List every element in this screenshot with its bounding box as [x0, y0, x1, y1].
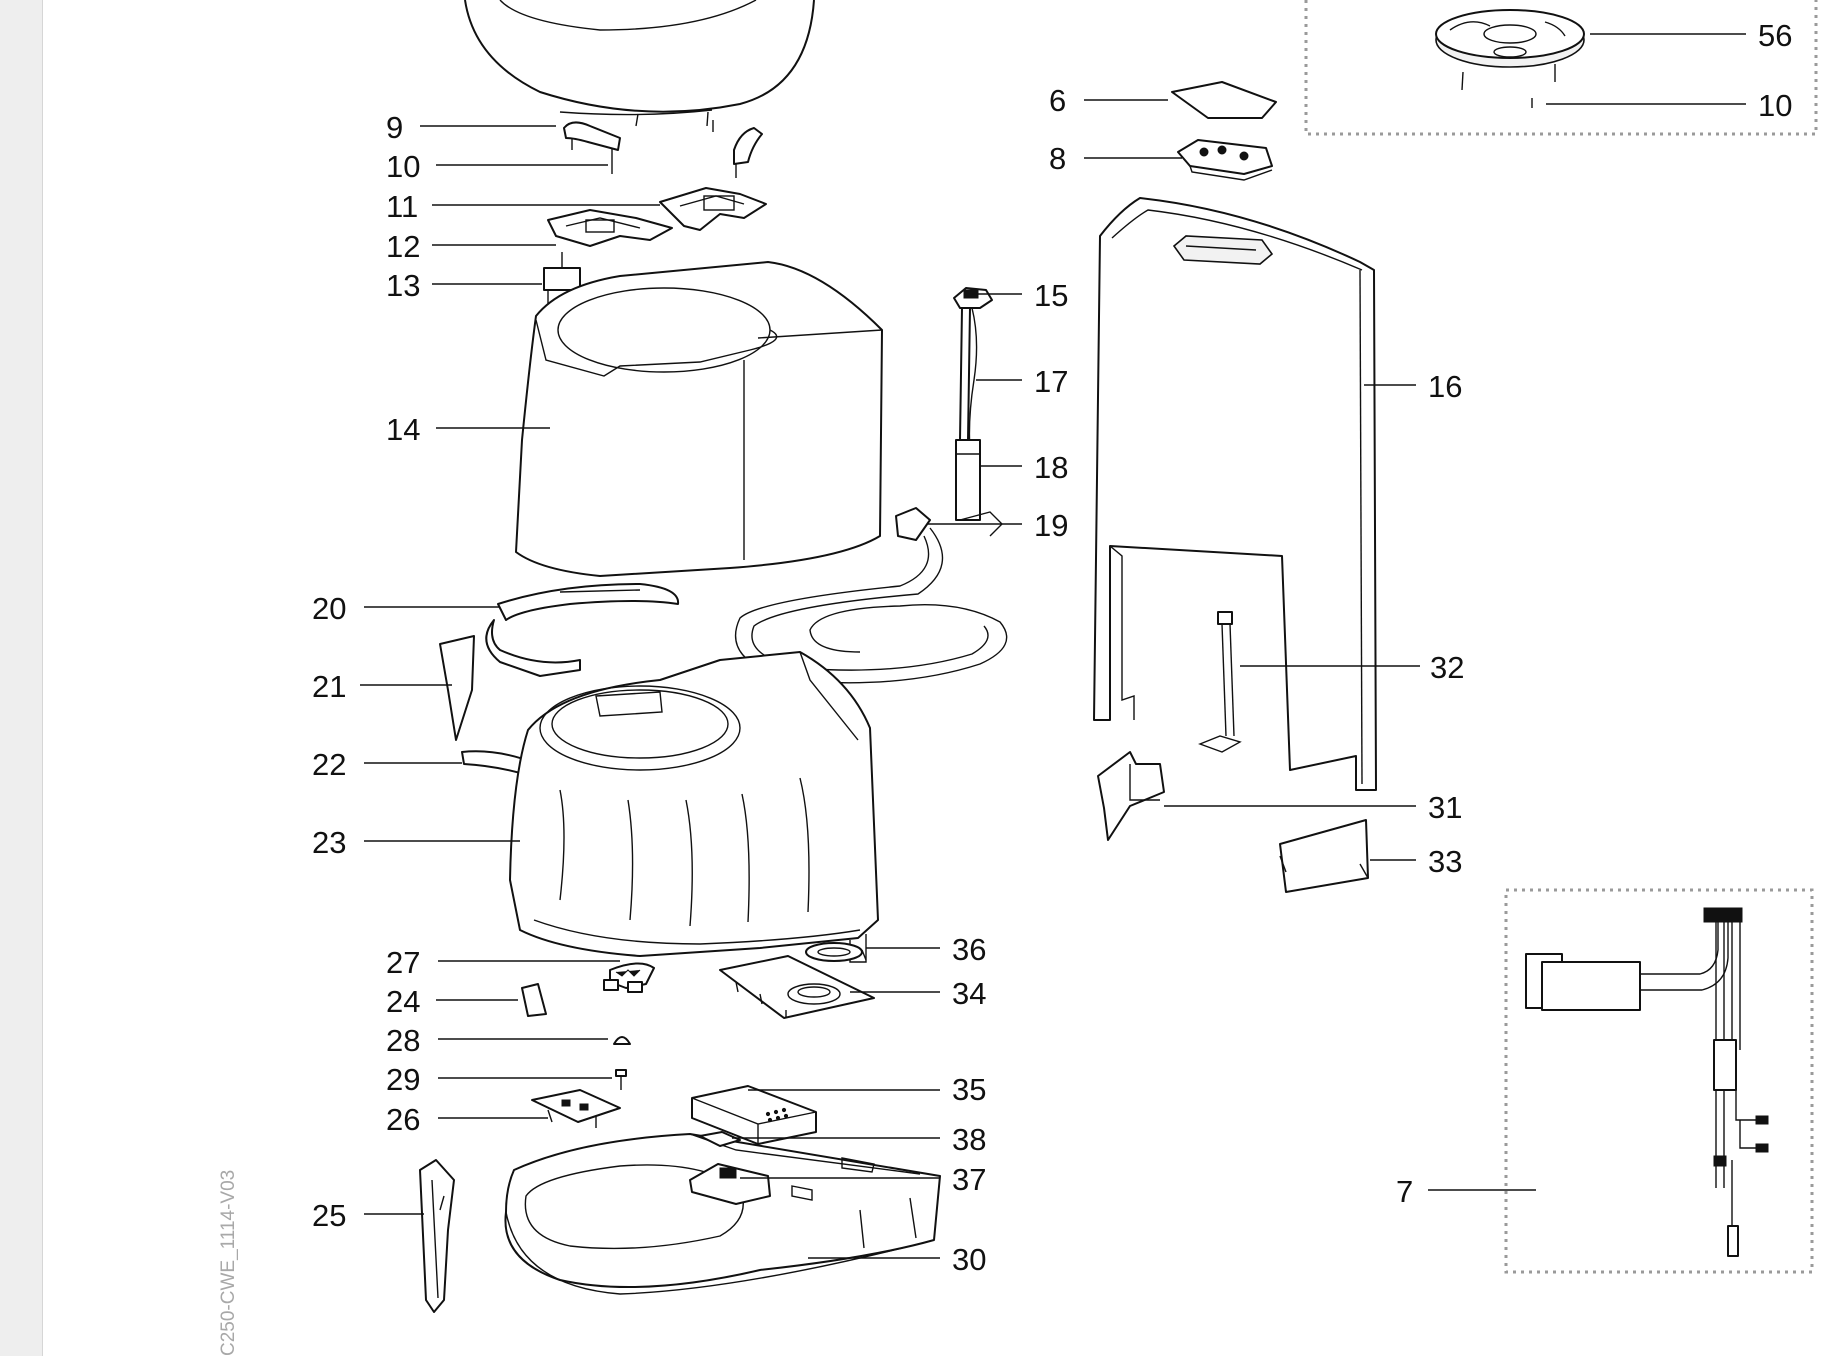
part-label-17: 17: [1034, 364, 1068, 399]
part-label-27: 27: [386, 945, 420, 980]
left-margin-bar: [0, 0, 43, 1356]
part-35-box: [691, 1085, 817, 1145]
part-27-valve-wheel: [603, 962, 655, 993]
part-29-screw: [615, 1069, 627, 1090]
part-11-bracket: [659, 187, 767, 231]
part-label-33: 33: [1428, 844, 1462, 879]
part-38-gasket: [699, 1131, 741, 1147]
inset-box-wiring: [1504, 888, 1814, 1274]
part-8-switch-plate: [1177, 139, 1273, 181]
part-label-6: 6: [1049, 83, 1066, 118]
part-label-16: 16: [1428, 369, 1462, 404]
part-label-18: 18: [1034, 450, 1068, 485]
part-15-pump-head: [953, 287, 993, 309]
part-label-24: 24: [386, 984, 420, 1019]
part-label-10: 10: [386, 149, 420, 184]
part-26-circuit-board: [531, 1089, 621, 1128]
part-56-disc: [1435, 9, 1585, 108]
part-label-9: 9: [386, 110, 403, 145]
part-24-tab: [521, 983, 547, 1017]
part-label-38: 38: [952, 1122, 986, 1157]
part-label-37: 37: [952, 1162, 986, 1197]
part-label-13: 13: [386, 268, 420, 303]
part-7-wiring-harness: [1525, 907, 1769, 1257]
part-label-15: 15: [1034, 278, 1068, 313]
toilet-bowl-top: [464, 0, 815, 132]
part-31-bracket: [1097, 751, 1165, 841]
part-label-14: 14: [386, 412, 420, 447]
part-33-cover: [1279, 819, 1369, 893]
part-label-35: 35: [952, 1072, 986, 1107]
part-36-ring: [805, 942, 867, 962]
part-label-11: 11: [386, 189, 418, 224]
part-16-side-panel: [1093, 197, 1377, 791]
part-label-21: 21: [312, 669, 346, 704]
part-32-rod: [1198, 611, 1242, 753]
part-12-bracket: [547, 209, 673, 247]
part-label-8: 8: [1049, 141, 1066, 176]
part-6-pad: [1171, 81, 1277, 119]
part-label-26: 26: [386, 1102, 420, 1137]
part-9-hinge-left: [563, 121, 621, 160]
part-label-10-top: 10: [1758, 88, 1792, 123]
part-label-12: 12: [386, 229, 420, 264]
part-9-hinge-right: [733, 127, 763, 178]
part-25-side-bracket: [419, 1159, 455, 1313]
part-label-25: 25: [312, 1198, 346, 1233]
part-20-seal-ring: [485, 583, 680, 677]
part-label-28: 28: [386, 1023, 420, 1058]
part-28-cap: [613, 1036, 631, 1045]
part-label-56: 56: [1758, 18, 1792, 53]
part-label-29: 29: [386, 1062, 420, 1097]
part-label-19: 19: [1034, 508, 1068, 543]
part-label-20: 20: [312, 591, 346, 626]
part-19-hose: [735, 507, 1008, 684]
part-label-36: 36: [952, 932, 986, 967]
part-23-lower-housing: [509, 651, 879, 963]
part-34-base-plate: [719, 955, 875, 1019]
part-30-base-tray: [504, 1133, 941, 1295]
part-37-valve-assembly: [689, 1163, 813, 1205]
part-label-30: 30: [952, 1242, 986, 1277]
part-label-22: 22: [312, 747, 346, 782]
document-code: C250-CWE_1114-V03: [218, 1170, 239, 1356]
part-label-23: 23: [312, 825, 346, 860]
inset-box-top-right: [1304, 0, 1818, 136]
part-label-31: 31: [1428, 790, 1462, 825]
part-21-blade: [439, 635, 475, 741]
part-label-7: 7: [1396, 1174, 1413, 1209]
part-18-pump-body: [955, 439, 981, 521]
part-label-34: 34: [952, 976, 986, 1011]
part-14-upper-housing: [515, 261, 883, 577]
part-label-32: 32: [1430, 650, 1464, 685]
